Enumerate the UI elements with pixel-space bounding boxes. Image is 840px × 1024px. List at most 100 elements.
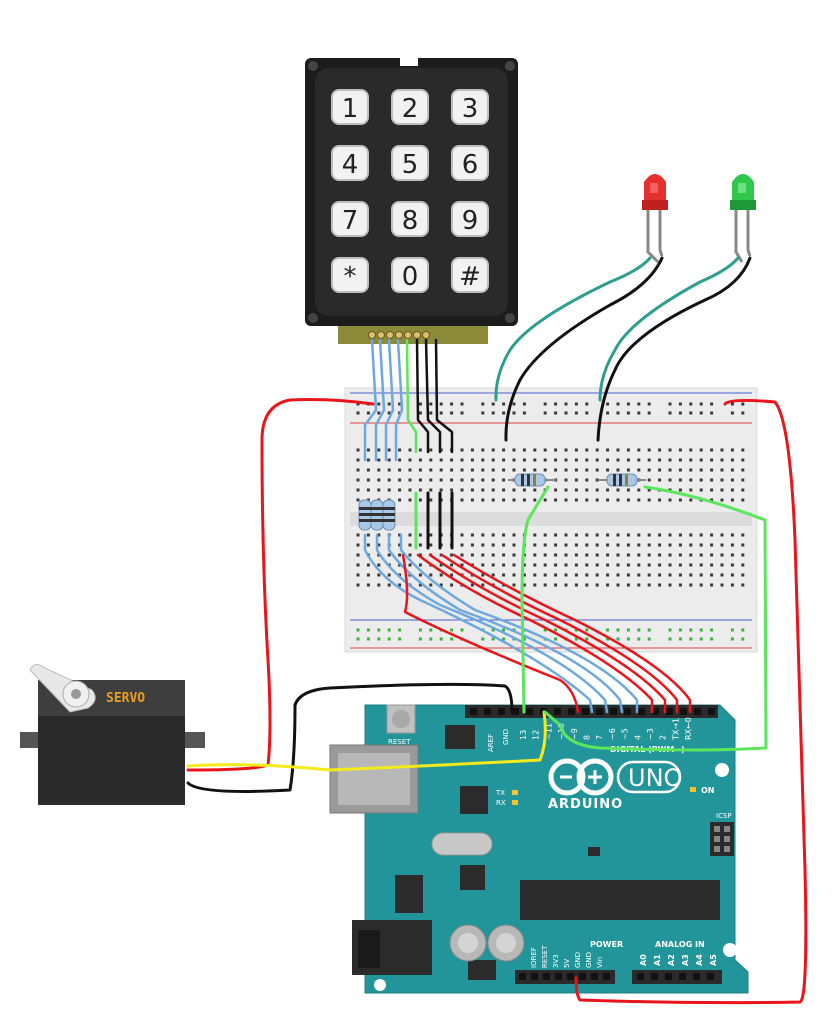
- header-pin[interactable]: [512, 708, 519, 715]
- breadboard-hole: [554, 448, 558, 452]
- breadboard-hole: [689, 458, 693, 462]
- header-pin[interactable]: [610, 708, 617, 715]
- breadboard-hole: [574, 448, 578, 452]
- key-label: #: [459, 262, 481, 292]
- analog-pin[interactable]: [679, 973, 686, 980]
- rail-hole: [387, 637, 391, 641]
- breadboard-hole: [689, 553, 693, 557]
- power-pin[interactable]: [567, 973, 574, 980]
- rail-hole: [647, 637, 651, 641]
- power-pin[interactable]: [519, 973, 526, 980]
- breadboard-hole: [356, 448, 360, 452]
- keypad-key[interactable]: *: [331, 257, 369, 293]
- header-pin[interactable]: [498, 708, 505, 715]
- breadboard-hole: [533, 448, 537, 452]
- header-pin[interactable]: [582, 708, 589, 715]
- breadboard-hole: [418, 533, 422, 537]
- tx-led: [512, 790, 518, 795]
- header-pin[interactable]: [596, 708, 603, 715]
- breadboard-hole: [741, 448, 745, 452]
- smd-part: [588, 847, 600, 856]
- breadboard-hole: [554, 553, 558, 557]
- breadboard-hole: [658, 468, 662, 472]
- reset-button-cap[interactable]: [392, 710, 410, 728]
- keypad-key[interactable]: #: [451, 257, 489, 293]
- rail-hole: [398, 637, 402, 641]
- rail-hole: [668, 637, 672, 641]
- breadboard-hole: [491, 448, 495, 452]
- uno-label: UNO: [628, 764, 682, 792]
- digital-pin-label: 8: [583, 735, 592, 740]
- power-pin[interactable]: [543, 973, 550, 980]
- breadboard-hole: [585, 563, 589, 567]
- breadboard-hole: [658, 533, 662, 537]
- header-pin[interactable]: [652, 708, 659, 715]
- breadboard-hole: [647, 498, 651, 502]
- breadboard-hole: [522, 468, 526, 472]
- breadboard-hole: [491, 573, 495, 577]
- breadboard-hole: [710, 563, 714, 567]
- header-pin[interactable]: [694, 708, 701, 715]
- keypad-key[interactable]: 9: [451, 201, 489, 237]
- power-pin[interactable]: [555, 973, 562, 980]
- power-pin[interactable]: [531, 973, 538, 980]
- header-pin[interactable]: [568, 708, 575, 715]
- breadboard-hole: [377, 533, 381, 537]
- keypad-key[interactable]: 3: [451, 89, 489, 125]
- rx-led: [512, 800, 518, 805]
- breadboard-hole: [585, 488, 589, 492]
- keypad-key[interactable]: 4: [331, 145, 369, 181]
- keypad-key[interactable]: 2: [391, 89, 429, 125]
- breadboard-hole: [481, 563, 485, 567]
- power-pin[interactable]: [603, 973, 610, 980]
- keypad-key[interactable]: 6: [451, 145, 489, 181]
- analog-pin[interactable]: [637, 973, 644, 980]
- breadboard-hole: [585, 478, 589, 482]
- header-pin[interactable]: [666, 708, 673, 715]
- keypad-key[interactable]: 7: [331, 201, 369, 237]
- analog-pin[interactable]: [651, 973, 658, 980]
- reset-label: RESET: [388, 738, 411, 746]
- breadboard-hole: [585, 583, 589, 587]
- keypad-key[interactable]: 1: [331, 89, 369, 125]
- keypad-key[interactable]: 8: [391, 201, 429, 237]
- rail-hole: [626, 637, 630, 641]
- breadboard-hole: [730, 488, 734, 492]
- analog-pin-label: A2: [667, 954, 676, 966]
- breadboard-hole: [512, 533, 516, 537]
- analog-pin[interactable]: [693, 973, 700, 980]
- analog-pin[interactable]: [665, 973, 672, 980]
- on-led: [690, 787, 696, 792]
- breadboard-hole: [481, 478, 485, 482]
- breadboard-hole: [377, 478, 381, 482]
- analog-pin[interactable]: [707, 973, 714, 980]
- breadboard-hole: [470, 458, 474, 462]
- breadboard-hole: [720, 573, 724, 577]
- rail-hole: [710, 402, 714, 406]
- breadboard-hole: [720, 553, 724, 557]
- rail-hole: [710, 411, 714, 415]
- keypad-key[interactable]: 5: [391, 145, 429, 181]
- header-pin[interactable]: [554, 708, 561, 715]
- breadboard-hole: [658, 458, 662, 462]
- usb-port-inner: [338, 753, 410, 805]
- breadboard-hole: [637, 448, 641, 452]
- header-pin[interactable]: [484, 708, 491, 715]
- header-pin[interactable]: [708, 708, 715, 715]
- power-pin[interactable]: [579, 973, 586, 980]
- keypad-key[interactable]: 0: [391, 257, 429, 293]
- header-pin[interactable]: [624, 708, 631, 715]
- breadboard-hole: [616, 458, 620, 462]
- rail-hole: [730, 628, 734, 632]
- header-pin[interactable]: [680, 708, 687, 715]
- header-pin[interactable]: [638, 708, 645, 715]
- breadboard-hole: [366, 563, 370, 567]
- power-pin[interactable]: [591, 973, 598, 980]
- resistor-green-led: [598, 473, 646, 487]
- header-pin[interactable]: [470, 708, 477, 715]
- header-pin[interactable]: [526, 708, 533, 715]
- breadboard-hole: [408, 533, 412, 537]
- rail-hole: [574, 402, 578, 406]
- breadboard-hole: [470, 488, 474, 492]
